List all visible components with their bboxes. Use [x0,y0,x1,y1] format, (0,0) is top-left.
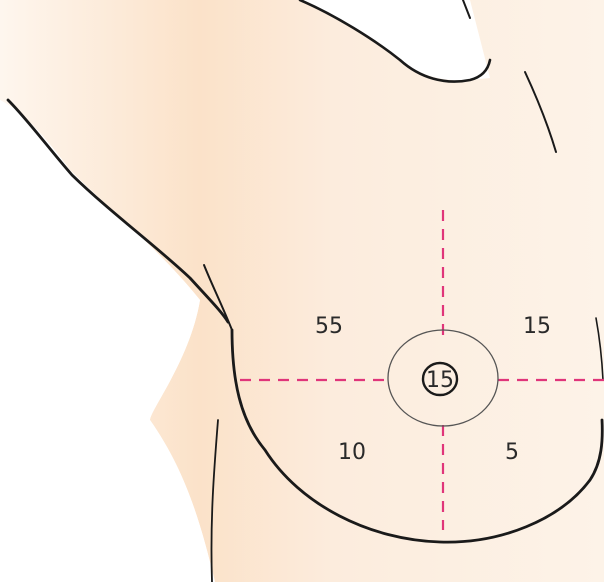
label-upper-outer: 55 [315,314,343,339]
label-central: 15 [426,368,454,393]
label-lower-inner: 5 [505,440,519,465]
label-lower-outer: 10 [338,440,366,465]
collarbone-line [463,0,470,18]
label-upper-inner: 15 [523,314,551,339]
